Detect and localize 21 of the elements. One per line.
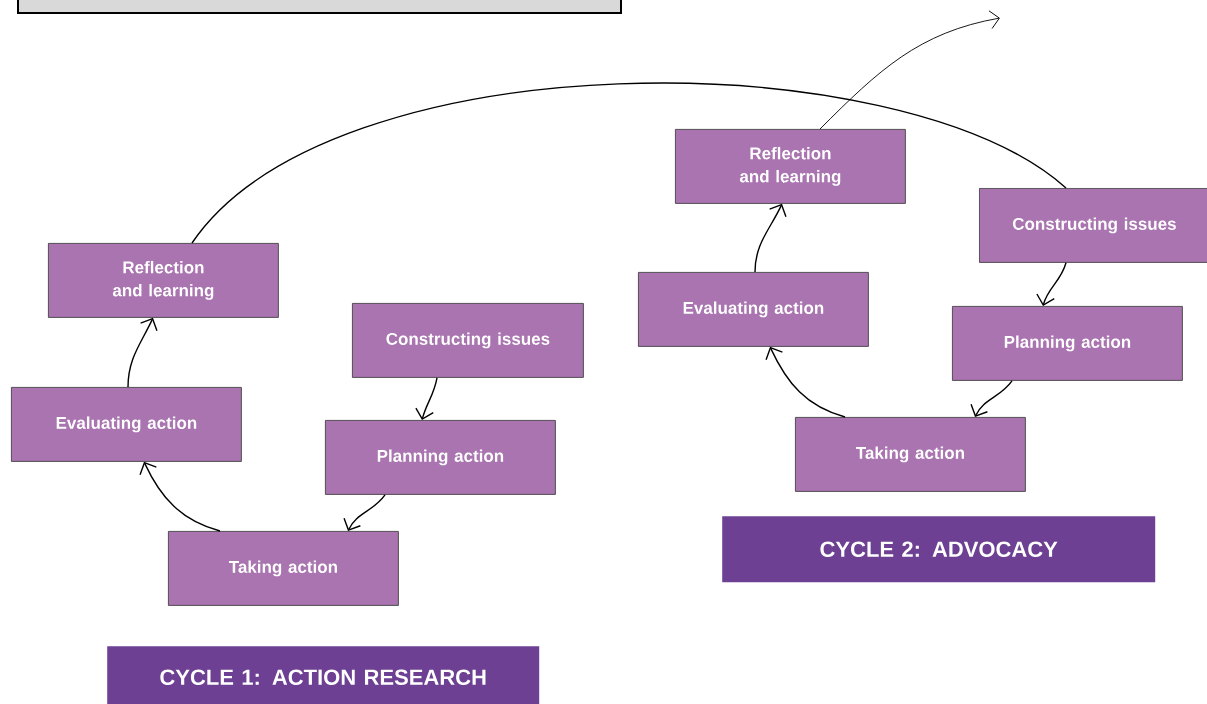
- process-box: Taking action: [168, 531, 399, 606]
- process-box: Evaluating action: [11, 387, 242, 462]
- process-box: Constructing issues: [352, 303, 584, 378]
- process-box: Evaluating action: [638, 272, 869, 347]
- arrow: [970, 380, 1013, 417]
- process-box: Planning action: [952, 306, 1183, 381]
- arrow: [754, 203, 787, 273]
- arrow: [765, 346, 846, 418]
- arrow: [819, 10, 1000, 130]
- cycle-title-band: CYCLE 1: ACTION RESEARCH: [107, 646, 540, 704]
- arrow: [415, 377, 438, 420]
- process-box: Reflection and learning: [675, 129, 906, 204]
- process-box: Planning action: [325, 420, 556, 495]
- process-box: Constructing issues: [979, 188, 1207, 263]
- arrow: [343, 494, 386, 531]
- arrow: [1036, 262, 1067, 306]
- arrow: [127, 317, 158, 388]
- cycle-title-band: CYCLE 2: ADVOCACY: [722, 516, 1156, 583]
- process-box: Taking action: [795, 417, 1026, 492]
- arrow: [139, 461, 221, 532]
- process-box: Reflection and learning: [48, 243, 279, 318]
